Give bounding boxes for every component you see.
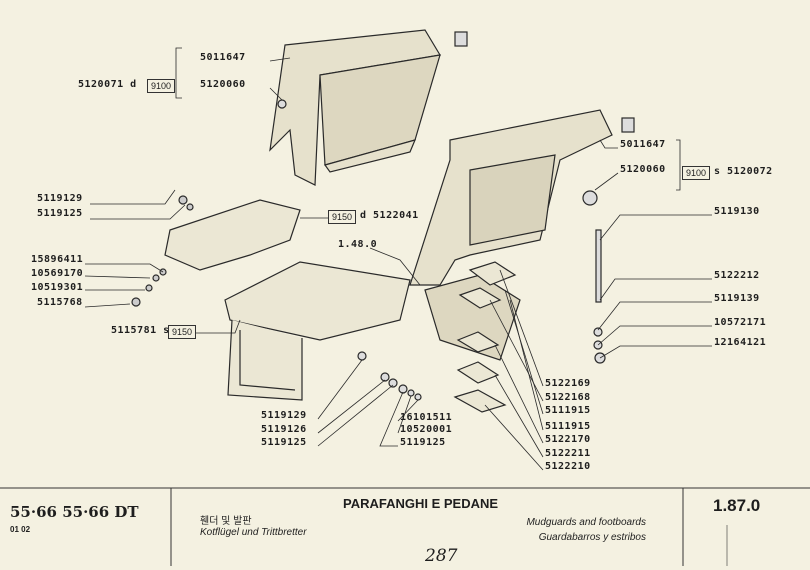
part-number: 5122211 [545, 448, 591, 459]
part-number: 5119126 [261, 424, 307, 435]
part-number: 15896411 [31, 254, 84, 265]
part-number: 5011647 [620, 139, 666, 150]
kit-box: 9150 [168, 325, 197, 339]
right-mudguard [409, 109, 613, 361]
part-number: 5119129 [261, 410, 307, 421]
part-number: 10520001 [400, 424, 453, 435]
title-english: Mudguards and footboards [526, 517, 646, 528]
part-number: 5011647 [200, 52, 246, 63]
part-number: 5122168 [545, 392, 591, 403]
reference-number: 1.48.0 [338, 239, 378, 250]
left-fasteners [131, 195, 194, 307]
assembly-number: 5120071 d [78, 79, 137, 90]
assembly-number: 5115781 s [111, 325, 170, 336]
left-step-assembly [224, 261, 411, 401]
part-number: 5115768 [37, 297, 83, 308]
part-number: 12164121 [714, 337, 767, 348]
title-spanish: Guardabarros y estribos [538, 532, 646, 543]
kit-box: 9100 [147, 79, 176, 93]
bolts-nuts-washers [277, 31, 635, 401]
part-number: 5122170 [545, 434, 591, 445]
title-german: Kotflügel und Trittbretter [200, 527, 307, 538]
part-number: 16101511 [400, 412, 453, 423]
page-reference: 1.87.0 [713, 496, 761, 515]
assembly-number: d 5122041 [360, 210, 419, 221]
kit-box: 9100 [682, 166, 711, 180]
kit-box: 9150 [328, 210, 357, 224]
part-number: 10569170 [31, 268, 84, 279]
left-mudguard [269, 29, 441, 186]
title-korean: 휀더 및 발판 [200, 516, 252, 527]
footer-dividers [0, 487, 810, 566]
model-numbers: 55·66 55·66 DT [10, 503, 139, 521]
part-number: 5119125 [261, 437, 307, 448]
part-number: 5119125 [37, 208, 83, 219]
part-number: 5122212 [714, 270, 760, 281]
part-number: 5119130 [714, 206, 760, 217]
part-number: 5119129 [37, 193, 83, 204]
left-footplate [164, 199, 301, 271]
part-number: 5119139 [714, 293, 760, 304]
part-number: 10519301 [31, 282, 84, 293]
model-codes: 01 02 [10, 525, 31, 534]
part-number: 5119125 [400, 437, 446, 448]
part-number: 5111915 [545, 421, 591, 432]
part-number: 5111915 [545, 405, 591, 416]
part-number: 10572171 [714, 317, 767, 328]
leader-lines [84, 47, 712, 471]
part-number: 5122169 [545, 378, 591, 389]
assembly-number: s 5120072 [714, 166, 773, 177]
part-number: 5120060 [200, 79, 246, 90]
handwritten-page-number: 287 [425, 546, 458, 566]
title-italian: PARAFANGHI E PEDANE [343, 496, 499, 511]
part-number: 5122210 [545, 461, 591, 472]
part-number: 5120060 [620, 164, 666, 175]
